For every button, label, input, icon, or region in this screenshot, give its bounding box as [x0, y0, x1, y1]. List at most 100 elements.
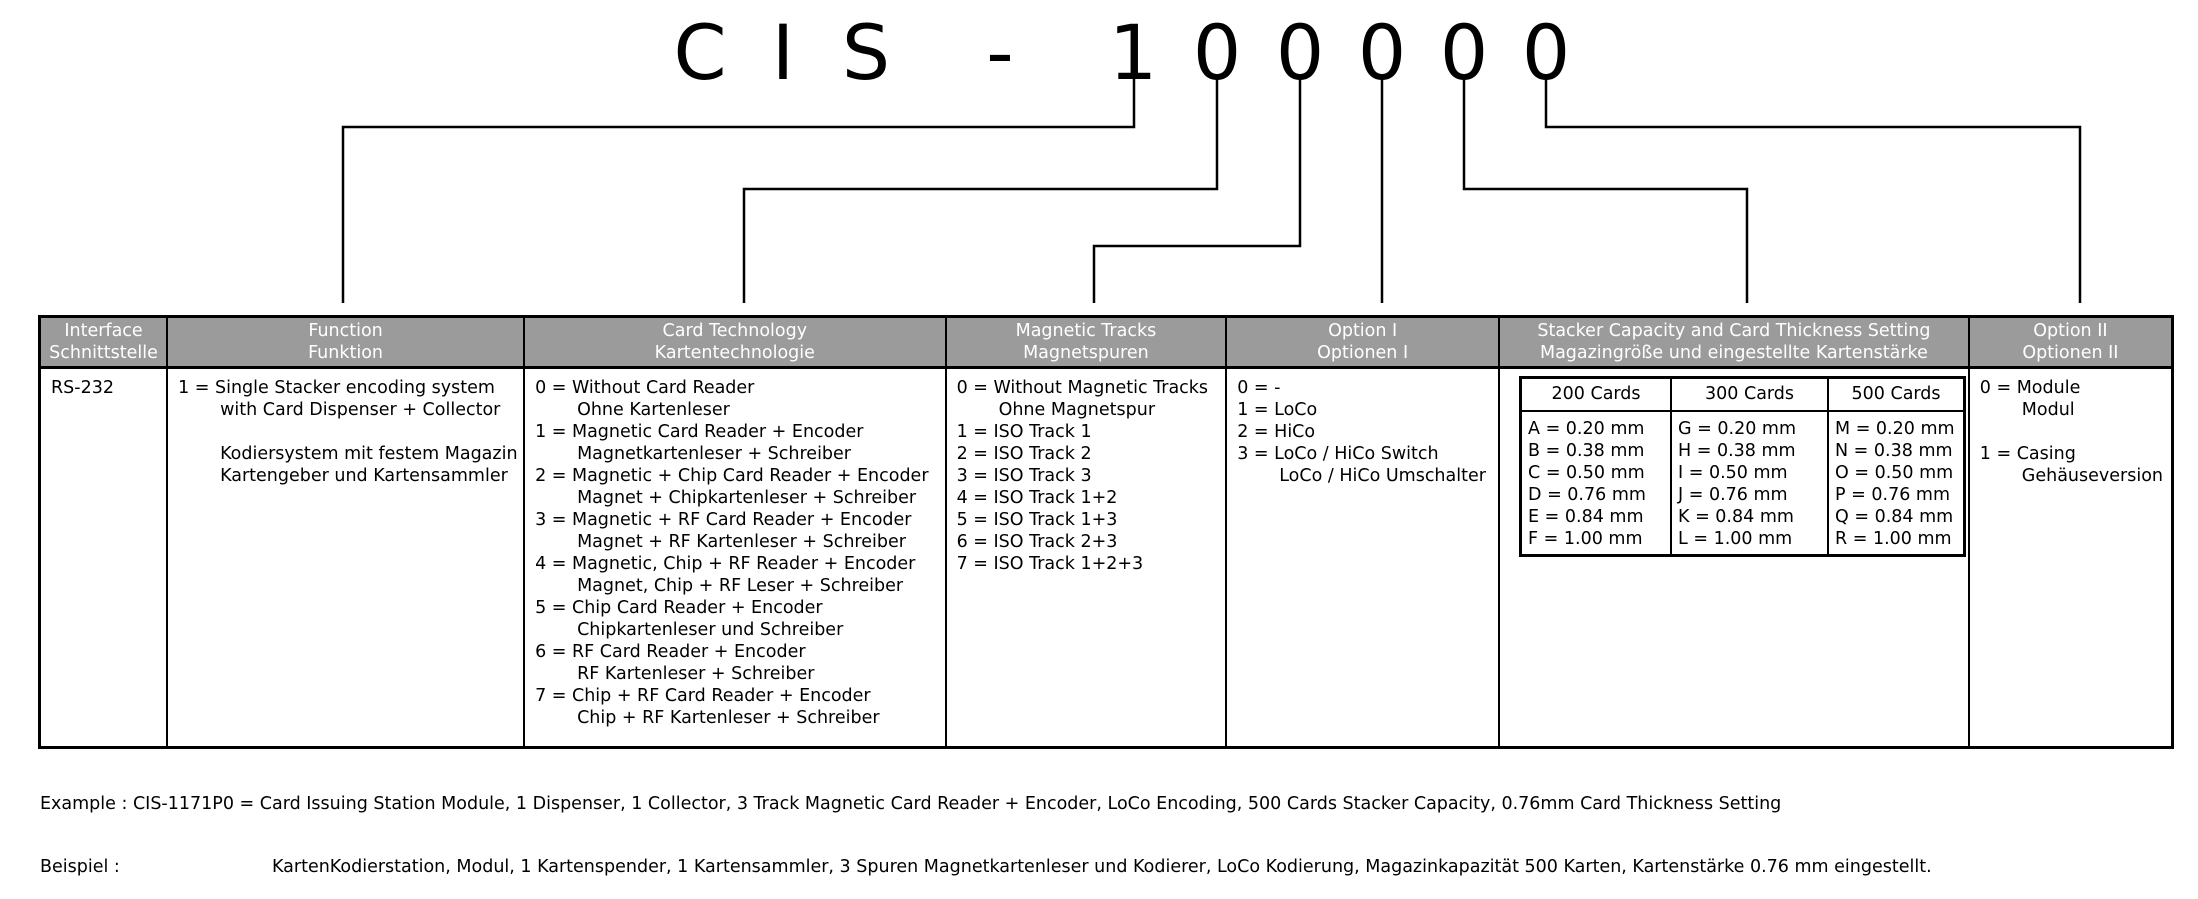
- header-title: Option II: [2033, 321, 2108, 341]
- thickness-value: E = 0.84 mm: [1528, 507, 1644, 527]
- column-header: Stacker Capacity and Card Thickness Sett…: [1500, 318, 1968, 369]
- option-item-detail: Modul: [2021, 400, 2075, 420]
- header-title: Option I: [1328, 321, 1398, 341]
- thickness-value: B = 0.38 mm: [1528, 441, 1645, 461]
- option-item: 2 = HiCo: [1237, 422, 1316, 442]
- header-title-de: Kartentechnologie: [654, 343, 815, 363]
- option-item: 3 = ISO Track 3: [956, 466, 1092, 486]
- option-item-detail: RF Kartenleser + Schreiber: [577, 664, 815, 684]
- column-body: RS-232: [41, 369, 166, 399]
- option-item-detail: Kodiersystem mit festem Magazin: [220, 444, 518, 464]
- option-item: 6 = ISO Track 2+3: [956, 532, 1118, 552]
- code-dash: -: [986, 8, 1014, 97]
- option-item-detail: with Card Dispenser + Collector: [220, 400, 501, 420]
- option-item: 5 = Chip Card Reader + Encoder: [535, 598, 823, 618]
- option-item-detail: Ohne Kartenleser: [577, 400, 730, 420]
- example-text: KartenKodierstation, Modul, 1 Kartenspen…: [272, 857, 1932, 877]
- header-title: Function: [308, 321, 383, 341]
- spacer: [178, 421, 515, 443]
- option-item: 5 = ISO Track 1+3: [956, 510, 1118, 530]
- option-item: 1 = Magnetic Card Reader + Encoder: [535, 422, 864, 442]
- code-letter: S: [841, 8, 891, 97]
- option-item: 0 = -: [1237, 378, 1281, 398]
- thickness-value: P = 0.76 mm: [1835, 485, 1950, 505]
- header-title: Interface: [64, 321, 143, 341]
- header-title-de: Optionen I: [1317, 343, 1409, 363]
- header-title-de: Magazingröße und eingestellte Kartenstär…: [1539, 343, 1928, 363]
- thickness-value: F = 1.00 mm: [1528, 529, 1643, 549]
- option-item: 0 = Without Magnetic Tracks: [956, 378, 1209, 398]
- code-letter: I: [771, 8, 795, 97]
- option-item-detail: Chip + RF Kartenleser + Schreiber: [577, 708, 880, 728]
- capacity-header: 500 Cards: [1829, 379, 1964, 412]
- thickness-value: K = 0.84 mm: [1678, 507, 1794, 527]
- option-item-detail: Ohne Magnetspur: [998, 400, 1156, 420]
- connector-card-technology: [742, 75, 1219, 303]
- example-note: Example : CIS-1171P0 = Card Issuing Stat…: [40, 752, 1932, 899]
- option-item: RS-232: [51, 378, 114, 398]
- option-item: 6 = RF Card Reader + Encoder: [535, 642, 806, 662]
- option-item: 1 = ISO Track 1: [956, 422, 1092, 442]
- thickness-value: Q = 0.84 mm: [1835, 507, 1954, 527]
- option-item-detail: Kartengeber und Kartensammler: [220, 466, 508, 486]
- thickness-value: A = 0.20 mm: [1528, 419, 1645, 439]
- option-item-detail: Magnet, Chip + RF Leser + Schreiber: [577, 576, 904, 596]
- option-item: 2 = ISO Track 2: [956, 444, 1092, 464]
- option-item-detail: Magnet + Chipkartenleser + Schreiber: [577, 488, 917, 508]
- header-title: Stacker Capacity and Card Thickness Sett…: [1537, 321, 1931, 341]
- thickness-value: O = 0.50 mm: [1835, 463, 1954, 483]
- example-line-de: Beispiel : KartenKodierstation, Modul, 1 …: [40, 857, 1932, 878]
- connector-stacker-capacity: [1462, 75, 1749, 303]
- option-item: 1 = LoCo: [1237, 400, 1318, 420]
- option-item-detail: Magnetkartenleser + Schreiber: [577, 444, 852, 464]
- header-title-de: Funktion: [308, 343, 384, 363]
- option-item: 7 = Chip + RF Card Reader + Encoder: [535, 686, 871, 706]
- header-title: Magnetic Tracks: [1015, 321, 1157, 341]
- option-item: 7 = ISO Track 1+2+3: [956, 554, 1144, 574]
- thickness-value: N = 0.38 mm: [1835, 441, 1953, 461]
- thickness-value: C = 0.50 mm: [1528, 463, 1645, 483]
- thickness-value: I = 0.50 mm: [1678, 463, 1788, 483]
- option-item-detail: Magnet + RF Kartenleser + Schreiber: [577, 532, 906, 552]
- option-item: 1 = Casing: [1979, 444, 2076, 464]
- thickness-value: R = 1.00 mm: [1835, 529, 1952, 549]
- code-letter: C: [673, 8, 727, 97]
- header-title-de: Magnetspuren: [1023, 343, 1149, 363]
- option-item: 0 = Without Card Reader: [535, 378, 755, 398]
- thickness-value: G = 0.20 mm: [1678, 419, 1797, 439]
- header-title-de: Optionen II: [2022, 343, 2119, 363]
- option-item: 3 = Magnetic + RF Card Reader + Encoder: [535, 510, 912, 530]
- option-item: 2 = Magnetic + Chip Card Reader + Encode…: [535, 466, 929, 486]
- option-item: 0 = Module: [1979, 378, 2081, 398]
- option-item: 4 = Magnetic, Chip + RF Reader + Encoder: [535, 554, 916, 574]
- option-item-detail: LoCo / HiCo Umschalter: [1279, 466, 1486, 486]
- example-label: Beispiel :: [40, 857, 120, 877]
- capacity-header: 200 Cards: [1522, 379, 1671, 412]
- option-item-detail: Gehäuseversion: [2021, 466, 2163, 486]
- connector-function: [341, 75, 1136, 303]
- connector-magnetic-tracks: [1092, 75, 1302, 303]
- option-item: 4 = ISO Track 1+2: [956, 488, 1118, 508]
- thickness-value: H = 0.38 mm: [1678, 441, 1796, 461]
- column-stacker-capacity: Stacker Capacity and Card Thickness Sett…: [1498, 318, 1968, 746]
- example-text: Card Issuing Station Module, 1 Dispenser…: [259, 794, 1782, 814]
